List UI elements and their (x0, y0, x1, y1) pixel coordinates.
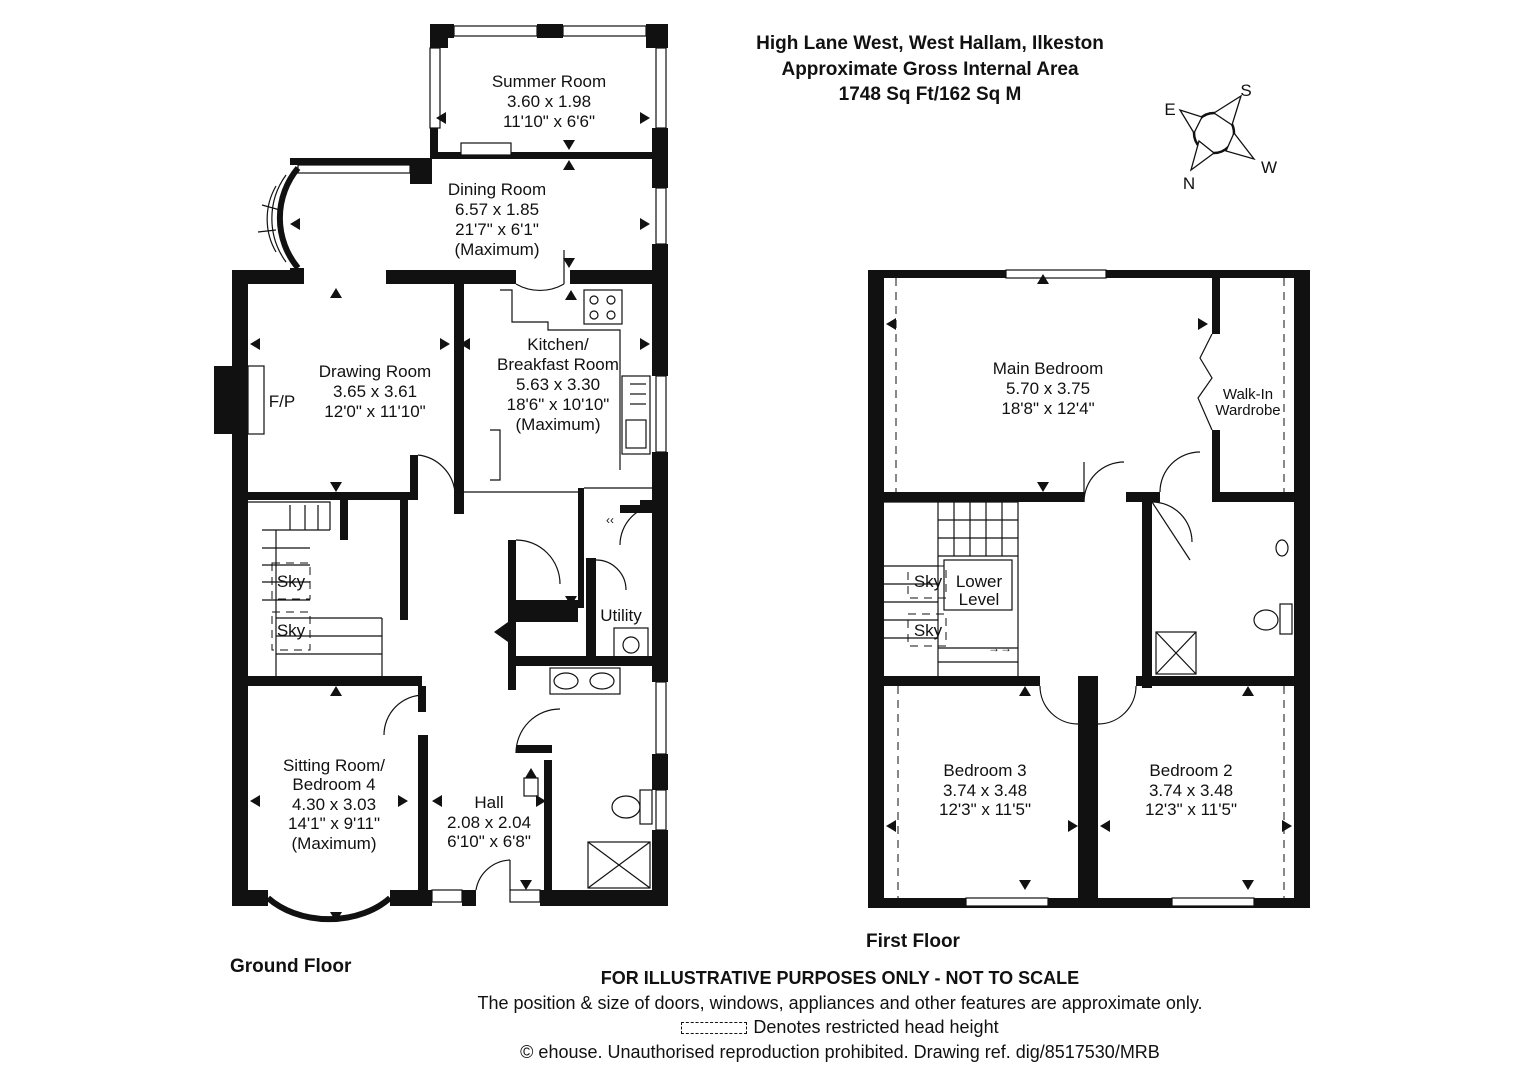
dining-room-imperial: 21'7" x 6'1" (455, 220, 539, 239)
bedroom3-metric: 3.74 x 3.48 (943, 781, 1027, 800)
sitting-room-imperial: 14'1" x 9'11" (288, 814, 380, 833)
summer-room-metric: 3.60 x 1.98 (507, 92, 591, 111)
main-bedroom-name: Main Bedroom (993, 359, 1104, 378)
hall-imperial: 6'10" x 6'8" (447, 832, 531, 851)
compass-west: W (1261, 158, 1277, 177)
lower-level-line1: Lower (956, 572, 1003, 591)
sitting-room-name-line1: Sitting Room/ (283, 756, 385, 775)
compass-south: S (1240, 81, 1251, 100)
dining-room-name: Dining Room (448, 180, 546, 199)
compass-icon: E S W N (1164, 81, 1277, 193)
hall-metric: 2.08 x 2.04 (447, 813, 531, 832)
kitchen-name-line2: Breakfast Room (497, 355, 619, 374)
legend: Denotes restricted head height (300, 1017, 1380, 1038)
bedroom3-imperial: 12'3" x 11'5" (939, 800, 1031, 819)
disclaimer: FOR ILLUSTRATIVE PURPOSES ONLY - NOT TO … (600, 968, 1080, 988)
area-value: 1748 Sq Ft/162 Sq M (838, 84, 1022, 105)
utility-label: Utility (600, 606, 642, 625)
kitchen-imperial: 18'6" x 10'10" (507, 395, 610, 414)
ground-floor-title: Ground Floor (230, 956, 352, 977)
compass-north: N (1183, 174, 1195, 193)
hall-name: Hall (474, 793, 503, 812)
first-floor-plan: →→ (868, 269, 1310, 908)
svg-text:→→: →→ (988, 641, 1012, 655)
fireplace-label: F/P (269, 392, 295, 411)
first-sky-label-2: Sky (914, 621, 943, 640)
dining-room-metric: 6.57 x 1.85 (455, 200, 539, 219)
compass-east: E (1164, 100, 1175, 119)
sky-label-1: Sky (277, 572, 306, 591)
kitchen-name-line1: Kitchen/ (527, 335, 589, 354)
area-label: Approximate Gross Internal Area (781, 59, 1079, 80)
drawing-room-metric: 3.65 x 3.61 (333, 382, 417, 401)
first-floor-title: First Floor (866, 931, 960, 952)
main-bedroom-imperial: 18'8" x 12'4" (1001, 399, 1094, 418)
restricted-height-swatch (681, 1022, 748, 1035)
ground-floor-plan: ‹‹ (214, 24, 668, 923)
copyright: © ehouse. Unauthorised reproduction proh… (520, 1042, 1160, 1062)
ground-floor-labels: Summer Room 3.60 x 1.98 11'10" x 6'6" Di… (269, 72, 642, 853)
wardrobe-line1: Walk-In (1223, 386, 1273, 403)
svg-text:‹‹: ‹‹ (606, 513, 614, 527)
bedroom2-name: Bedroom 2 (1149, 761, 1232, 780)
summer-room-name: Summer Room (492, 72, 606, 91)
bedroom2-metric: 3.74 x 3.48 (1149, 781, 1233, 800)
bedroom2-imperial: 12'3" x 11'5" (1145, 800, 1237, 819)
drawing-room-imperial: 12'0" x 11'10" (324, 402, 425, 421)
approximation-note: The position & size of doors, windows, a… (477, 993, 1203, 1013)
sitting-room-name-line2: Bedroom 4 (292, 775, 375, 794)
wardrobe-line2: Wardrobe (1215, 402, 1280, 419)
property-address: High Lane West, West Hallam, Ilkeston (756, 33, 1104, 54)
sitting-room-note: (Maximum) (292, 834, 377, 853)
kitchen-note: (Maximum) (516, 415, 601, 434)
first-floor-labels: Main Bedroom 5.70 x 3.75 18'8" x 12'4" W… (914, 359, 1281, 819)
dining-room-note: (Maximum) (455, 240, 540, 259)
sitting-room-metric: 4.30 x 3.03 (292, 795, 376, 814)
bedroom3-name: Bedroom 3 (943, 761, 1026, 780)
drawing-room-name: Drawing Room (319, 362, 431, 381)
lower-level-line2: Level (959, 590, 1000, 609)
summer-room-imperial: 11'10" x 6'6" (503, 112, 595, 131)
first-sky-label-1: Sky (914, 572, 943, 591)
legend-text: Denotes restricted head height (753, 1017, 999, 1037)
sky-label-2: Sky (277, 621, 306, 640)
kitchen-metric: 5.63 x 3.30 (516, 375, 600, 394)
main-bedroom-metric: 5.70 x 3.75 (1006, 379, 1090, 398)
